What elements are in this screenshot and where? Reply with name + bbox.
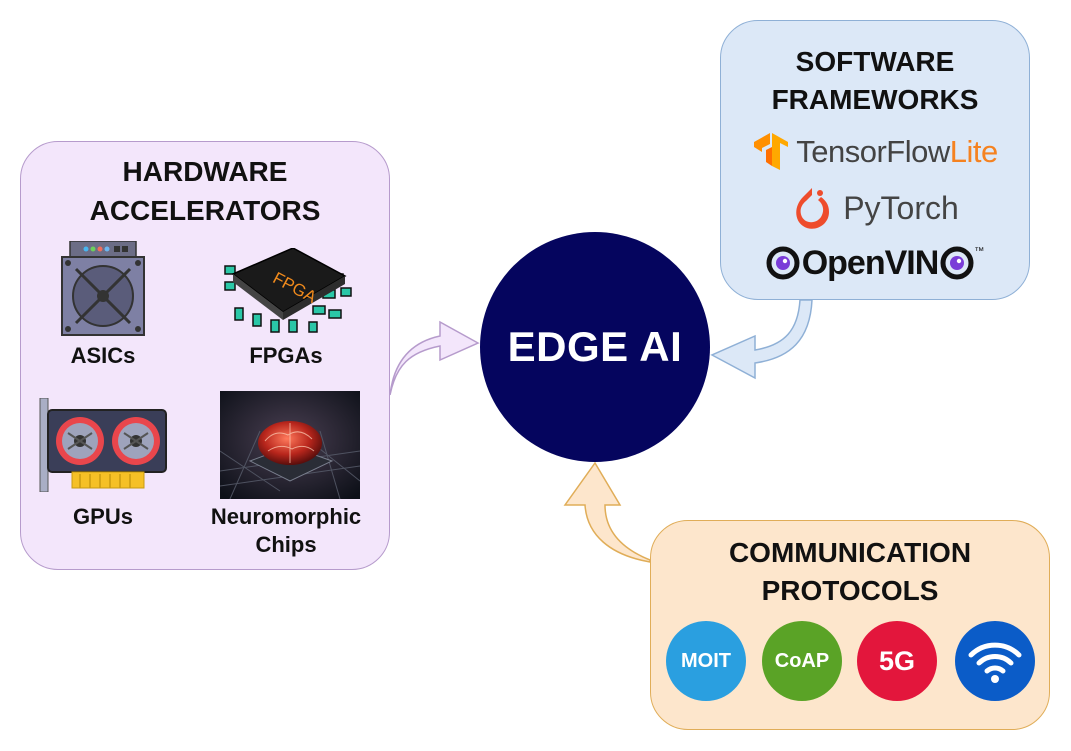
- fpgas-label: FPGAs: [249, 343, 323, 368]
- openvino-text-part1: Open: [801, 243, 886, 282]
- software-title-line1: SOFTWARE: [795, 46, 955, 77]
- gpu-card-icon: [38, 398, 170, 492]
- pytorch-text: PyTorch: [843, 189, 959, 226]
- openvino-trademark: ™: [974, 246, 985, 257]
- protocol-wifi: [955, 621, 1035, 701]
- software-to-edge-arrow: [710, 299, 813, 380]
- wifi-icon: [968, 642, 1022, 683]
- neuromorphic-brain-chip-image: [220, 391, 360, 499]
- protocol-5g: 5G: [857, 621, 937, 701]
- openvino-o-end-icon: [940, 246, 974, 280]
- software-title-line2: FRAMEWORKS: [771, 84, 979, 115]
- tensorflow-logo-icon: [754, 133, 789, 170]
- tensorflow-text: TensorFlow: [796, 134, 950, 169]
- openvino-o-icon: [766, 246, 800, 280]
- edge-ai-label: EDGE AI: [507, 323, 683, 370]
- communication-title-line1: COMMUNICATION: [728, 537, 972, 568]
- communication-to-edge-arrow: [563, 461, 651, 563]
- openvino-text-part2: VIN: [884, 243, 940, 282]
- hardware-item-neuromorphic-chips: Neuromorphic Chips: [206, 503, 366, 559]
- hardware-item-fpgas: FPGAs: [206, 342, 366, 370]
- tensorflow-lite-suffix: Lite: [949, 134, 998, 169]
- pytorch-logo: PyTorch: [720, 182, 1030, 234]
- neuromorphic-label-line2: Chips: [255, 532, 317, 557]
- asics-label: ASICs: [70, 343, 136, 368]
- protocol-moit: MOIT: [666, 621, 746, 701]
- neuromorphic-label-line1: Neuromorphic: [210, 504, 362, 529]
- coap-label: CoAP: [774, 649, 830, 672]
- hardware-title-line1: HARDWARE: [122, 156, 288, 187]
- communication-title-line2: PROTOCOLS: [761, 575, 939, 606]
- pytorch-flame-icon: [796, 188, 830, 229]
- moit-label: MOIT: [681, 649, 731, 672]
- hardware-item-gpus: GPUs: [23, 503, 183, 531]
- hardware-to-edge-arrow: [389, 320, 480, 396]
- protocol-coap: CoAP: [762, 621, 842, 701]
- hardware-item-asics: ASICs: [23, 342, 183, 370]
- 5g-label: 5G: [878, 645, 916, 676]
- edge-ai-node: EDGE AI: [480, 232, 710, 462]
- hardware-title-line2: ACCELERATORS: [89, 195, 321, 226]
- gpus-label: GPUs: [73, 504, 133, 529]
- fpga-chip-icon: FPGA: [213, 248, 358, 338]
- asic-miner-icon: [60, 241, 146, 337]
